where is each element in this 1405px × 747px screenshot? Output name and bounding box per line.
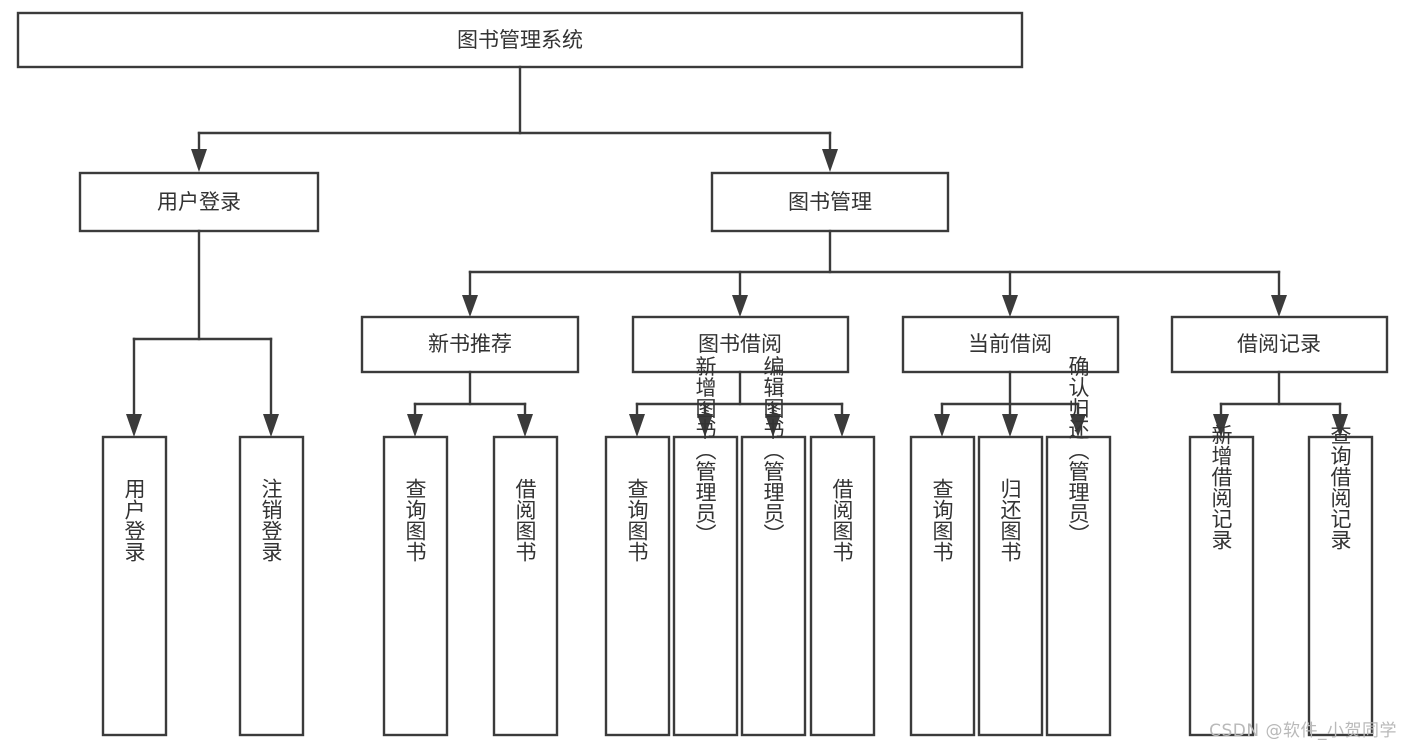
node-user-login-label: 用户登录: [157, 190, 241, 214]
node-new-book-rec-box: [360, 315, 580, 374]
leaf-query-book-1-label: 查询图书: [403, 478, 427, 562]
leaf-confirm-return-box: [1045, 435, 1112, 737]
leaf-return-book-box: [977, 435, 1044, 737]
node-borrow-record-box: [1170, 315, 1389, 374]
arrow-to-borrow-record: [1271, 295, 1287, 317]
leaf-confirm-return[interactable]: 确认归还（管理员）: [1045, 356, 1112, 737]
arrow-to-current-borrow: [1002, 295, 1018, 317]
node-current-borrow[interactable]: 当前借阅: [901, 315, 1120, 374]
leaf-add-record-label: 新增借阅记录: [1209, 424, 1233, 550]
leaf-add-book-box: [672, 435, 739, 737]
node-new-book-rec[interactable]: 新书推荐: [360, 315, 580, 374]
node-user-login-box: [78, 171, 320, 233]
node-borrow-record-label: 借阅记录: [1237, 332, 1321, 356]
arrow-to-leaf-borrow-book-2: [834, 414, 850, 437]
leaf-query-book-2-label: 查询图书: [625, 478, 649, 562]
leaf-query-book-3-label: 查询图书: [930, 478, 954, 562]
arrow-to-leaf-user-login: [126, 414, 142, 437]
connector-root-to-level1: [191, 65, 838, 172]
leaf-logout-login[interactable]: 注销登录: [238, 435, 305, 737]
arrow-to-leaf-add-record: [1213, 414, 1229, 437]
leaf-query-book-1[interactable]: 查询图书: [382, 435, 449, 737]
arrow-to-leaf-edit-book: [765, 414, 781, 437]
leaf-borrow-book-2-box: [809, 435, 876, 737]
node-root-label: 图书管理系统: [457, 28, 583, 52]
connector-borrow-record-to-leaves: [1213, 370, 1348, 437]
connector-book-manage-to-level2: [462, 229, 1287, 317]
connector-user-login-to-leaves: [126, 229, 279, 437]
leaf-add-record[interactable]: 新增借阅记录: [1188, 424, 1255, 737]
node-current-borrow-box: [901, 315, 1120, 374]
arrow-to-book-borrow: [732, 295, 748, 317]
leaf-edit-book-box: [740, 435, 807, 737]
leaf-add-book-label: 新增图书（管理员）: [693, 356, 717, 545]
arrow-to-book-manage: [822, 149, 838, 172]
node-user-login[interactable]: 用户登录: [78, 171, 320, 233]
leaf-user-login-box: [101, 435, 168, 737]
leaf-query-record[interactable]: 查询借阅记录: [1307, 424, 1374, 737]
arrow-to-leaf-add-book: [697, 414, 713, 437]
leaf-return-book[interactable]: 归还图书: [977, 435, 1044, 737]
connector-current-borrow-to-leaves: [934, 370, 1086, 437]
leaf-user-login-label: 用户登录: [122, 478, 146, 562]
leaf-borrow-book-1[interactable]: 借阅图书: [492, 435, 559, 737]
arrow-to-leaf-return-book: [1002, 414, 1018, 437]
leaf-query-record-box: [1307, 435, 1374, 737]
leaf-add-book[interactable]: 新增图书（管理员）: [672, 356, 739, 737]
arrow-to-new-book-rec: [462, 295, 478, 317]
node-root-box: [16, 11, 1024, 69]
leaf-logout-login-box: [238, 435, 305, 737]
node-book-borrow-label: 图书借阅: [698, 332, 782, 356]
leaf-edit-book[interactable]: 编辑图书（管理员）: [740, 356, 807, 737]
node-book-borrow[interactable]: 图书借阅: [631, 315, 850, 374]
node-book-manage-label: 图书管理: [788, 190, 872, 214]
arrow-to-leaf-query-book-1: [407, 414, 423, 437]
leaf-logout-login-label: 注销登录: [259, 478, 283, 562]
arrow-to-user-login: [191, 149, 207, 172]
leaf-query-record-label: 查询借阅记录: [1328, 424, 1352, 550]
connector-book-borrow-to-leaves: [629, 370, 850, 437]
leaf-return-book-label: 归还图书: [998, 478, 1022, 562]
leaf-query-book-1-box: [382, 435, 449, 737]
leaf-borrow-book-2-label: 借阅图书: [830, 478, 854, 562]
leaf-add-record-box: [1188, 435, 1255, 737]
leaf-query-book-3[interactable]: 查询图书: [909, 435, 976, 737]
arrow-to-leaf-logout-login: [263, 414, 279, 437]
arrow-to-leaf-borrow-book-1: [517, 414, 533, 437]
leaf-query-book-2[interactable]: 查询图书: [604, 435, 671, 737]
leaf-borrow-book-1-box: [492, 435, 559, 737]
node-new-book-rec-label: 新书推荐: [428, 332, 512, 356]
leaf-query-book-2-box: [604, 435, 671, 737]
arrow-to-leaf-query-book-2: [629, 414, 645, 437]
leaf-query-book-3-box: [909, 435, 976, 737]
leaf-user-login[interactable]: 用户登录: [101, 435, 168, 737]
leaf-confirm-return-label: 确认归还（管理员）: [1066, 356, 1090, 545]
arrow-to-leaf-query-book-3: [934, 414, 950, 437]
node-current-borrow-label: 当前借阅: [968, 332, 1052, 356]
connector-new-book-rec-to-leaves: [407, 370, 533, 437]
arrow-to-leaf-confirm-return: [1070, 414, 1086, 437]
arrow-to-leaf-query-record: [1332, 414, 1348, 437]
node-book-manage[interactable]: 图书管理: [710, 171, 950, 233]
node-root[interactable]: 图书管理系统: [16, 11, 1024, 69]
leaf-borrow-book-2[interactable]: 借阅图书: [809, 435, 876, 737]
leaf-borrow-book-1-label: 借阅图书: [513, 478, 537, 562]
leaf-edit-book-label: 编辑图书（管理员）: [761, 356, 785, 545]
node-borrow-record[interactable]: 借阅记录: [1170, 315, 1389, 374]
